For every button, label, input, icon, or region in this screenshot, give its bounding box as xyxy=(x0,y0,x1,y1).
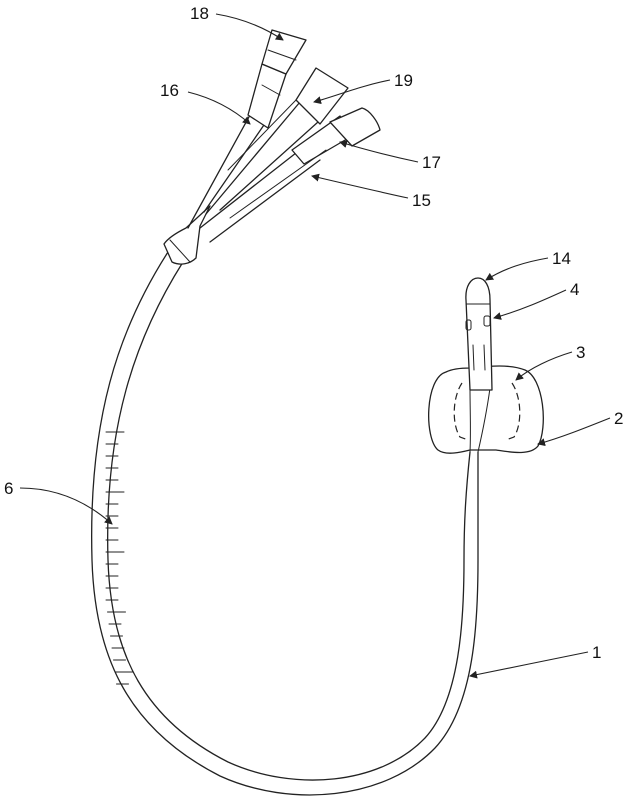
label-18: 18 xyxy=(190,4,209,23)
graduation-marks xyxy=(105,431,134,685)
label-1: 1 xyxy=(592,643,601,662)
drain-eye-left xyxy=(465,319,472,331)
catheter-shaft xyxy=(90,251,491,796)
label-17: 17 xyxy=(422,153,441,172)
catheter-tip xyxy=(465,277,493,391)
port-arm-upper xyxy=(187,29,307,229)
label-3: 3 xyxy=(576,343,585,362)
funnel-junction xyxy=(163,205,211,265)
port-arm-middle xyxy=(205,67,349,215)
label-19: 19 xyxy=(394,71,413,90)
label-16: 16 xyxy=(160,81,179,100)
reference-numerals: 18 16 19 17 15 14 4 3 2 6 1 xyxy=(4,4,623,662)
label-4: 4 xyxy=(570,280,579,299)
label-6: 6 xyxy=(4,479,13,498)
label-15: 15 xyxy=(412,191,431,210)
label-2: 2 xyxy=(614,409,623,428)
drain-eye-right xyxy=(483,315,491,327)
label-14: 14 xyxy=(552,249,571,268)
port-arm-lower xyxy=(199,107,381,243)
leader-lines xyxy=(19,13,611,679)
